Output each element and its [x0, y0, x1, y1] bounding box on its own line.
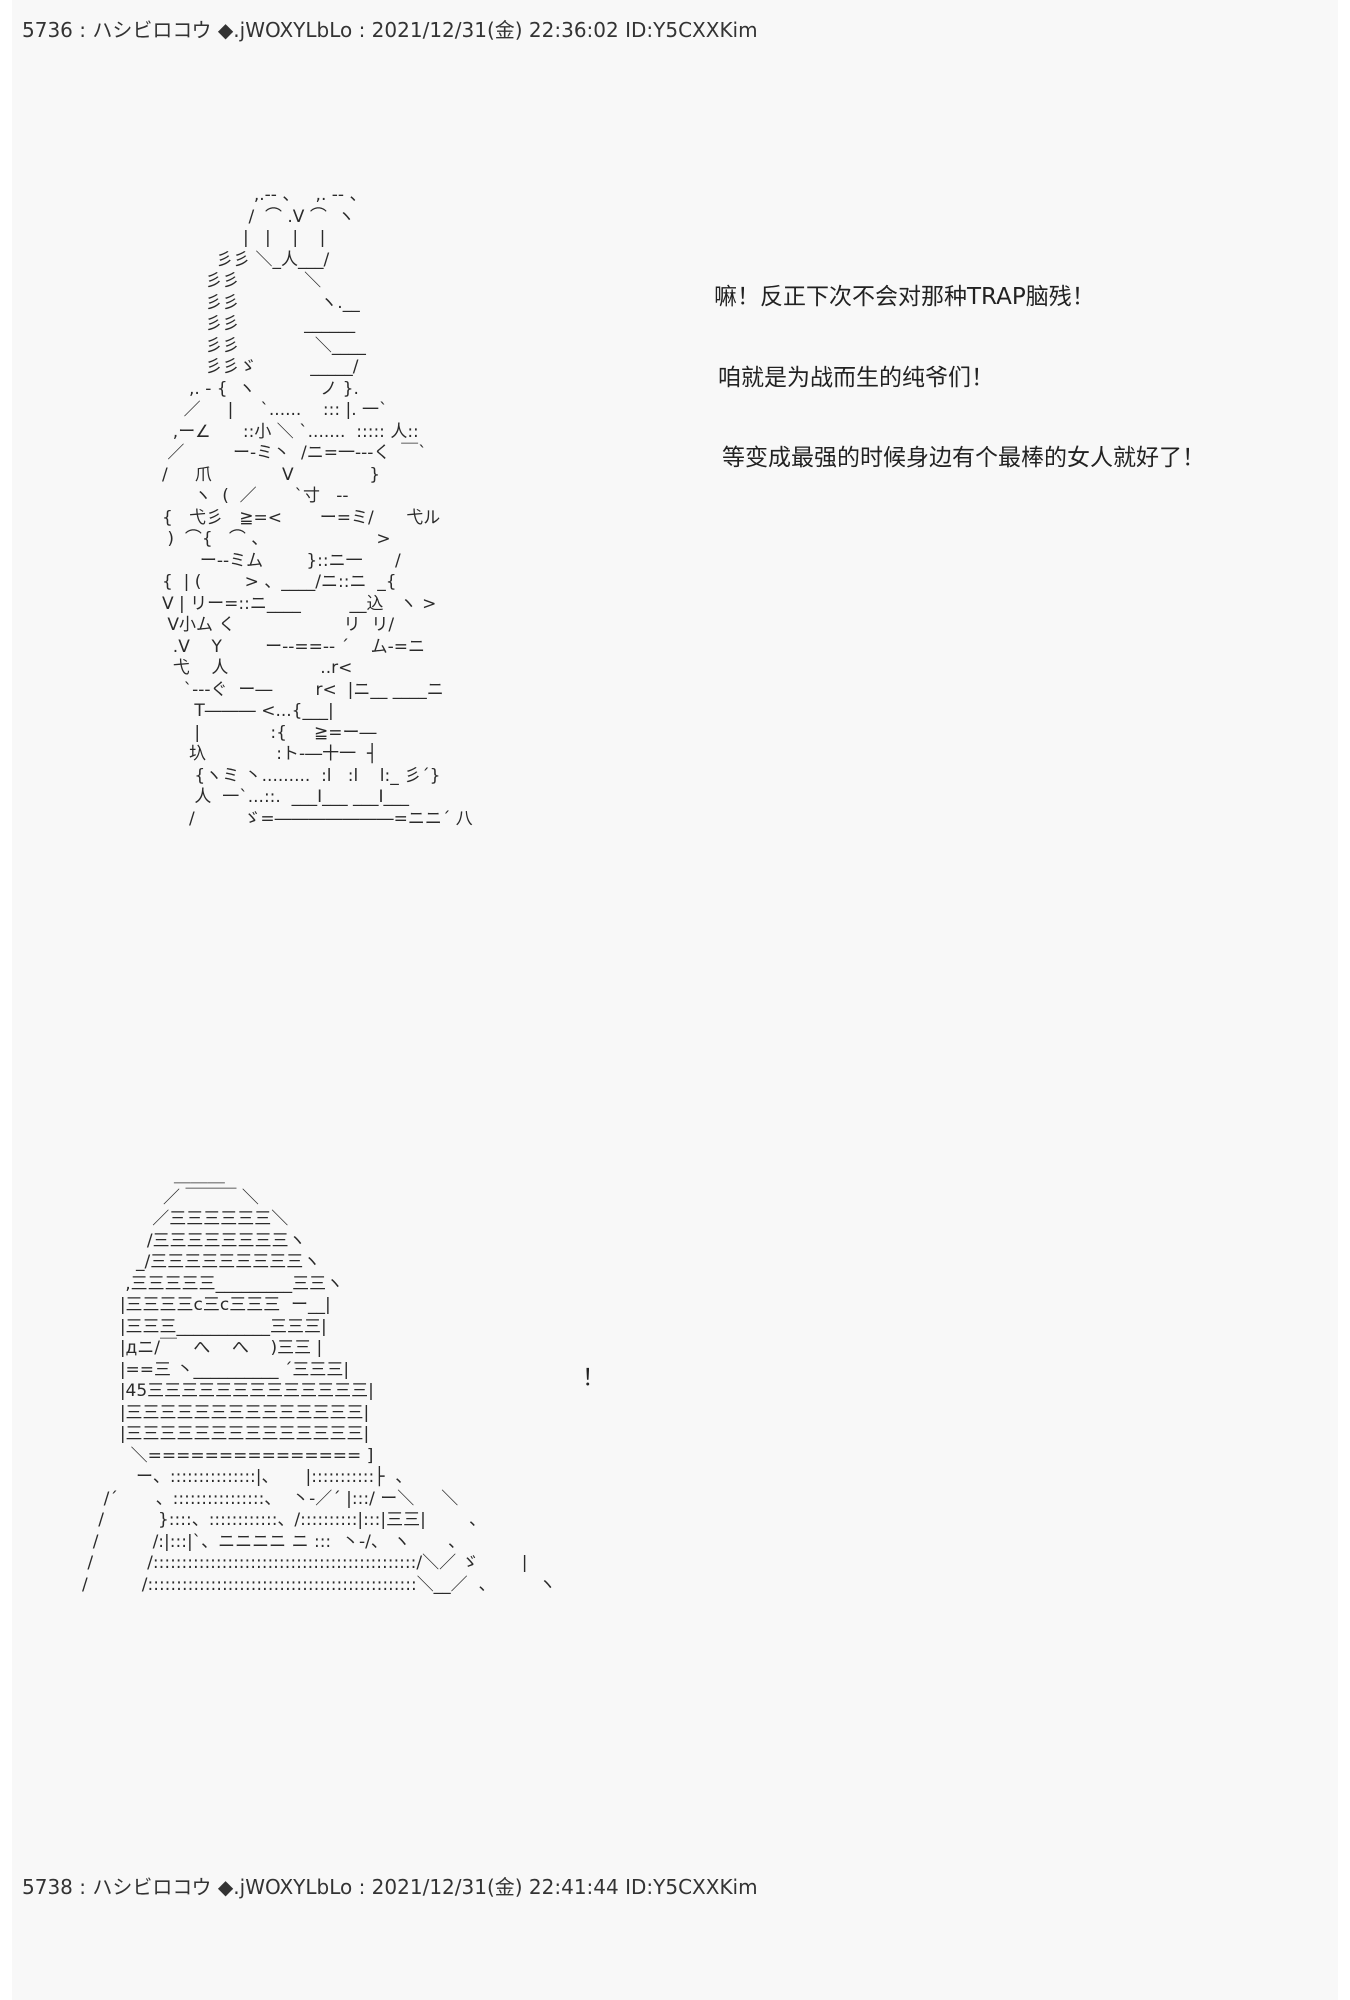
dialogue-line-1: 嘛！反正下次不会对那种TRAP脑残！ [714, 284, 1095, 310]
dialogue-line-3: 等变成最强的时候身边有个最棒的女人就好了！ [722, 445, 1205, 471]
post-header-5738: 5738 : ハシビロコウ ◆.jWOXYLbLo : 2021/12/31(金… [22, 1875, 758, 1899]
ascii-art-hooded-character: ＿＿＿ ／ ￣￣￣ ＼ ／三三三三三三＼ /三三三三三三三三ヽ _/三三三三三三… [82, 1166, 556, 1595]
dialogue-line-2: 咱就是为战而生的纯爷们！ [718, 365, 994, 391]
exclamation-mark: ！ [582, 1365, 605, 1391]
post-header-5736: 5736 : ハシビロコウ ◆.jWOXYLbLo : 2021/12/31(金… [22, 18, 758, 42]
thread-page: 5736 : ハシビロコウ ◆.jWOXYLbLo : 2021/12/31(金… [12, 0, 1338, 2000]
ascii-art-muscle-character: ,.-- 、 ,. -- 、 / ⌒ .V ⌒ ヽ | | | | 彡彡 ＼_人… [162, 185, 473, 829]
